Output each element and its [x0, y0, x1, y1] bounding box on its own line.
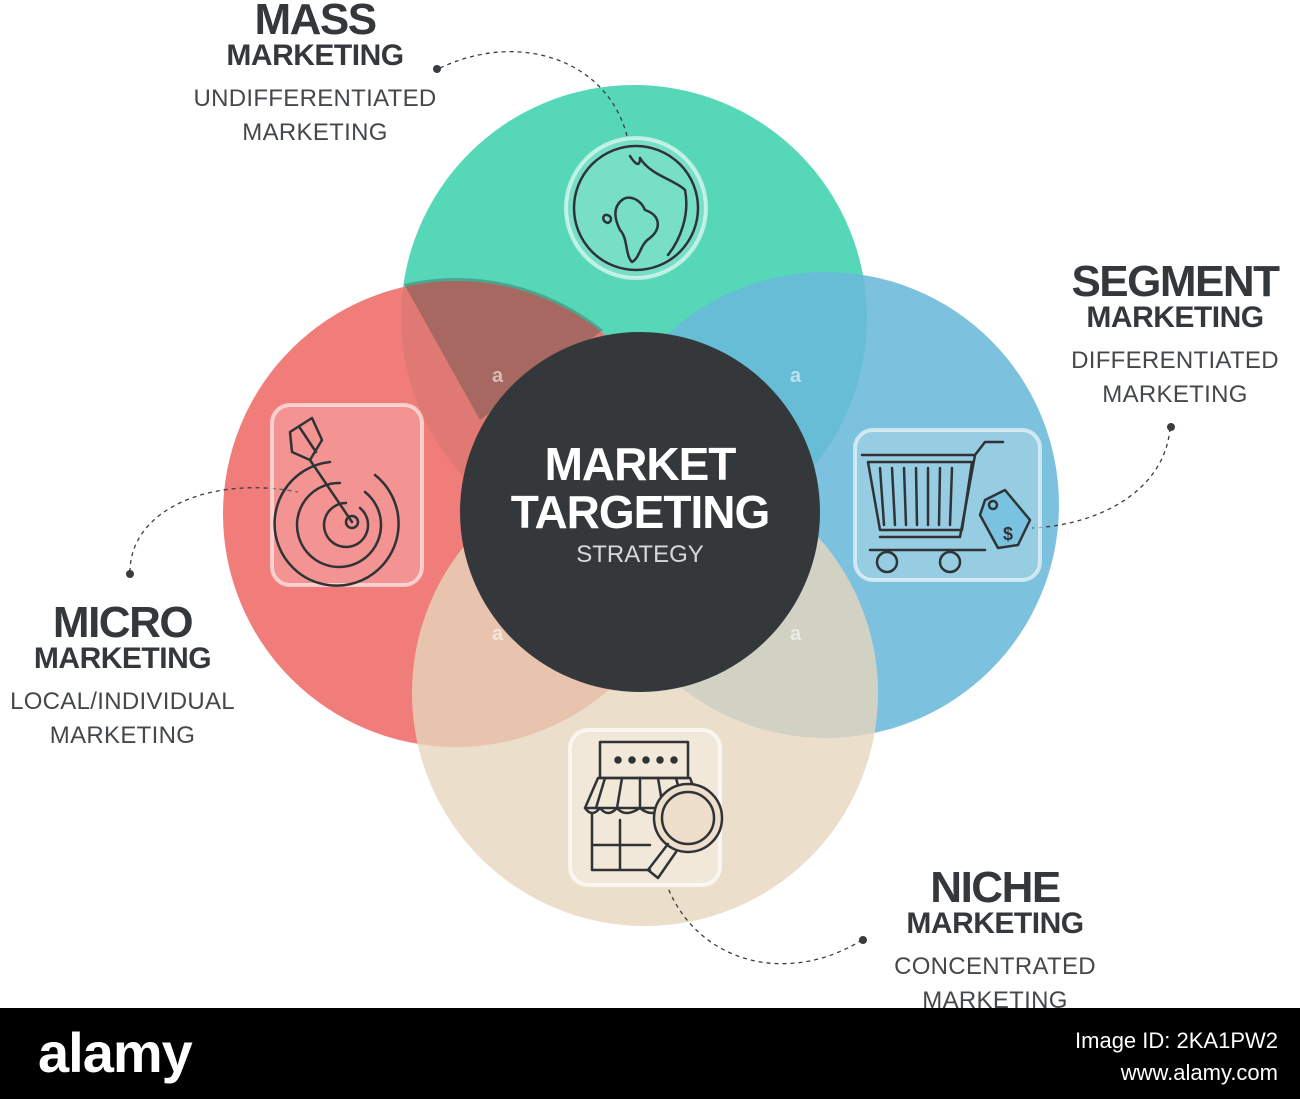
- mass-label: MASS MARKETING UNDIFFERENTIATED MARKETIN…: [190, 0, 440, 150]
- center-subtitle: STRATEGY: [576, 541, 704, 568]
- dollar-sign: $: [1003, 524, 1013, 544]
- segment-title: SEGMENT: [1071, 257, 1280, 306]
- watermark-2: a: [790, 365, 802, 387]
- niche-desc-line1: CONCENTRATED: [894, 953, 1096, 980]
- storefront-search-icon: [568, 728, 724, 887]
- mass-subtitle: MARKETING: [226, 39, 404, 72]
- connector-dot-niche: [859, 936, 867, 944]
- segment-desc-line2: MARKETING: [1102, 381, 1248, 408]
- mass-title: MASS: [254, 0, 377, 44]
- connector-mass: [439, 51, 629, 141]
- niche-subtitle: MARKETING: [906, 907, 1084, 940]
- micro-desc-line2: MARKETING: [49, 722, 196, 749]
- center-title-line1: MARKET: [544, 438, 737, 490]
- dartboard-icon: [270, 403, 424, 587]
- center-circle: [460, 332, 820, 692]
- niche-label: NICHE MARKETING CONCENTRATED MARKETING: [870, 863, 1120, 1018]
- segment-subtitle: MARKETING: [1086, 301, 1264, 334]
- globe-icon: [564, 136, 708, 280]
- shopping-cart-icon: $: [853, 428, 1042, 582]
- watermark-4: a: [790, 623, 802, 645]
- center-title-line2: TARGETING: [510, 486, 770, 538]
- connector-micro: [129, 487, 299, 573]
- mass-desc-line1: UNDIFFERENTIATED: [193, 85, 437, 112]
- micro-desc-line1: LOCAL/INDIVIDUAL: [10, 688, 235, 715]
- connector-dot-segment: [1167, 423, 1175, 431]
- micro-label: MICRO MARKETING LOCAL/INDIVIDUAL MARKETI…: [0, 598, 245, 753]
- micro-title: MICRO: [52, 598, 194, 647]
- mass-desc-line2: MARKETING: [242, 119, 388, 146]
- connector-dot-mass: [433, 65, 441, 73]
- connector-dot-micro: [126, 570, 134, 578]
- site-url: www.alamy.com: [1120, 1060, 1278, 1085]
- watermark-1: a: [492, 365, 504, 387]
- watermark-3: a: [492, 623, 504, 645]
- micro-subtitle: MARKETING: [33, 642, 212, 675]
- overlap-mass-micro: [404, 278, 603, 420]
- brand-logo: alamy: [38, 1021, 193, 1084]
- image-id: Image ID: 2KA1PW2: [1075, 1028, 1278, 1053]
- center-label: MARKET TARGETING STRATEGY: [470, 440, 810, 572]
- segment-desc-line1: DIFFERENTIATED: [1071, 347, 1279, 374]
- segment-label: SEGMENT MARKETING DIFFERENTIATED MARKETI…: [1040, 257, 1300, 412]
- connector-segment: [1031, 427, 1171, 529]
- niche-title: NICHE: [930, 863, 1061, 912]
- footer-bar: alamy Image ID: 2KA1PW2 www.alamy.com: [0, 1008, 1300, 1099]
